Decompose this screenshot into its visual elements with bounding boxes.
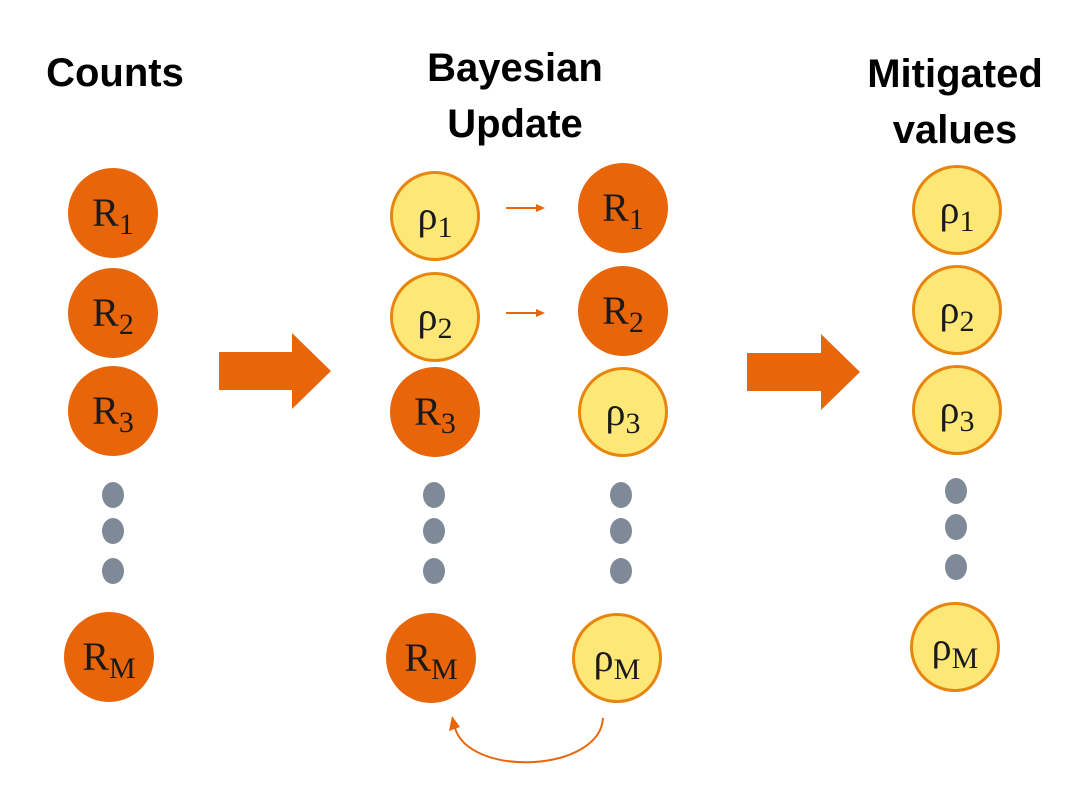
small-arrow-row1 [506, 204, 545, 212]
small-arrow-row2 [506, 309, 545, 317]
feedback-curved-arrow [454, 717, 604, 764]
bayes-right-ellipsis-dot [610, 482, 632, 508]
bayes-left-ellipsis-dot [423, 482, 445, 508]
bayes-left-ellipsis-dot [423, 558, 445, 584]
counts-ellipsis-dot [102, 518, 124, 544]
counts-ellipsis-dot [102, 558, 124, 584]
big-right-arrow-1 [219, 333, 331, 409]
bayes-right-ellipsis-dot [610, 518, 632, 544]
bayes-left-ellipsis-dot [423, 518, 445, 544]
counts-ellipsis-dot [102, 482, 124, 508]
mitigated-values-title-line2: values [892, 108, 1018, 152]
big-right-arrow-2 [747, 334, 860, 410]
feedback-arrow-head [449, 716, 460, 731]
bayes-right-ellipsis-dot [610, 558, 632, 584]
bayesian-update-title: Bayesian Update [380, 40, 650, 152]
mitigated-ellipsis-dot [945, 478, 967, 504]
bayesian-update-title-line1: Bayesian [427, 46, 603, 90]
mitigated-values-title: Mitigated values [830, 46, 1076, 158]
mitigated-ellipsis-dot [945, 554, 967, 580]
bayesian-update-title-line2: Update [447, 102, 583, 146]
counts-title: Counts [46, 51, 184, 95]
mitigated-values-title-line1: Mitigated [867, 52, 1043, 96]
mitigated-ellipsis-dot [945, 514, 967, 540]
